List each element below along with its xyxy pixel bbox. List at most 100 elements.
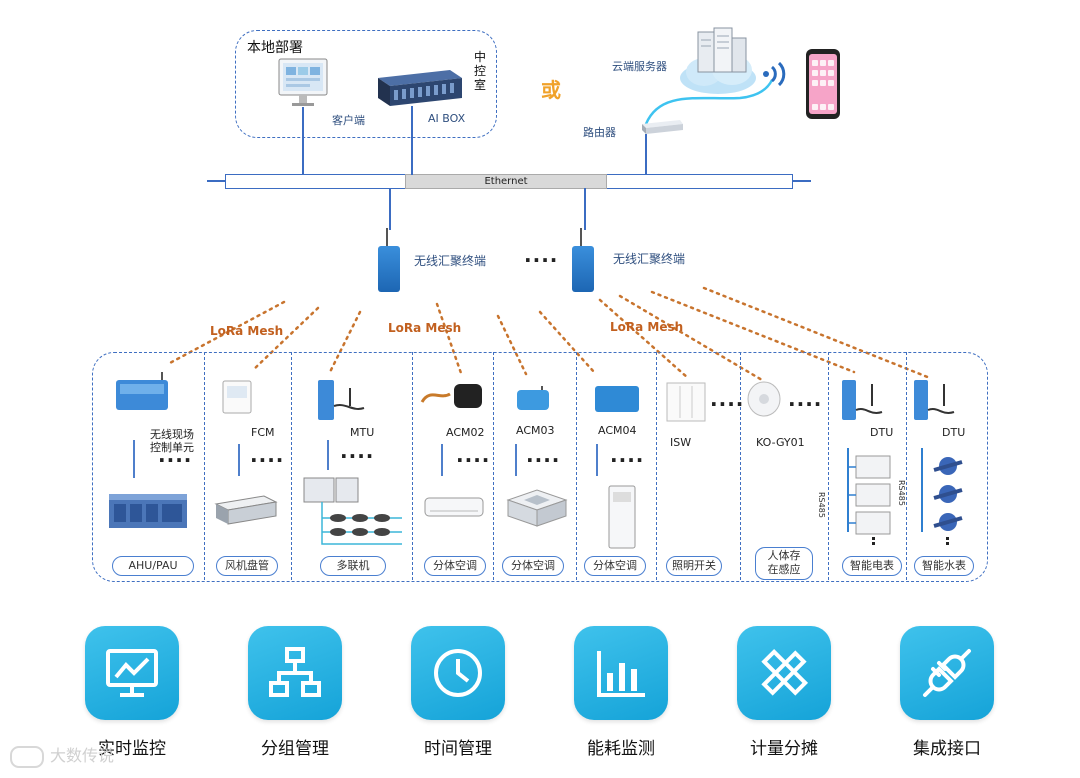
device-label-1: 无线现场 控制单元	[150, 428, 194, 454]
router-icon	[640, 118, 684, 140]
category-pill-ahu: AHU/PAU	[112, 556, 194, 576]
client-monitor-icon	[278, 58, 328, 106]
dtu-module-icon-2	[912, 376, 956, 428]
gateway-ellipsis: ····	[524, 248, 559, 272]
electric-meters-icon	[842, 448, 894, 552]
device-label-9: DTU	[870, 426, 894, 439]
monitor-chart-icon	[106, 649, 158, 697]
link-arrow-icon	[596, 444, 598, 476]
light-switch-icon	[666, 382, 706, 426]
device-label-8: KO-GY01	[756, 436, 805, 449]
gateway-left-uplink	[389, 188, 391, 230]
bus-label-1: RS485	[817, 492, 826, 518]
category-pill-split-1: 分体空调	[424, 556, 486, 576]
mtu-module-icon	[316, 376, 366, 428]
ahu-unit-icon	[108, 488, 188, 534]
acm04-module-icon	[594, 384, 640, 418]
feature-label-energy: 能耗监测	[587, 739, 655, 759]
device-ellipsis: ····	[710, 392, 745, 416]
floor-ac-icon	[607, 484, 637, 554]
cloud-link-line	[644, 79, 774, 125]
feature-tile-metering[interactable]	[737, 626, 831, 720]
feature-tile-group[interactable]	[248, 626, 342, 720]
feature-label-metering: 计量分摊	[750, 739, 818, 759]
link-arrow-icon	[133, 440, 135, 478]
device-label-10: DTU	[942, 426, 966, 439]
ai-box-label: AI BOX	[428, 112, 466, 125]
gateway-right-label: 无线汇聚终端	[613, 252, 686, 266]
local-deployment-title: 本地部署	[247, 40, 303, 56]
feature-tile-energy[interactable]	[574, 626, 668, 720]
watermark-text: 大数传说	[50, 746, 115, 765]
feature-tile-time[interactable]	[411, 626, 505, 720]
link-arrow-icon	[515, 444, 517, 476]
bus-label-2: RS485	[897, 480, 906, 506]
device-label-6: ACM04	[598, 424, 637, 437]
lora-label-3: LoRa Mesh	[610, 320, 684, 334]
link-arrow-icon	[441, 444, 443, 476]
cloud-server-icon	[678, 26, 758, 100]
col-divider	[740, 352, 741, 580]
col-divider	[412, 352, 413, 580]
category-pill-water: 智能水表	[914, 556, 974, 576]
category-pill-vrf: 多联机	[320, 556, 386, 576]
gateway-right-uplink	[584, 188, 586, 230]
plug-icon	[923, 649, 971, 697]
device-ellipsis: ····	[610, 448, 645, 472]
feature-tile-integration[interactable]	[900, 626, 994, 720]
col-divider	[493, 352, 494, 580]
router-label: 路由器	[583, 126, 616, 139]
category-pill-fcu: 风机盘管	[216, 556, 278, 576]
category-pill-split-3: 分体空调	[584, 556, 646, 576]
device-ellipsis: ····	[456, 448, 491, 472]
acm02-module-icon	[420, 378, 486, 418]
device-ellipsis: ····	[340, 444, 375, 468]
device-label-2: FCM	[251, 426, 275, 439]
col-divider	[828, 352, 829, 580]
category-pill-electric: 智能电表	[842, 556, 902, 576]
lora-links	[166, 286, 932, 382]
device-ellipsis: ····	[158, 448, 193, 472]
gateway-right-icon	[572, 228, 594, 292]
feature-label-realtime: 实时监控	[98, 739, 166, 759]
col-divider	[291, 352, 292, 580]
feature-label-integration: 集成接口	[913, 739, 981, 759]
bar-chart-icon	[597, 651, 645, 697]
device-ellipsis: ····	[250, 448, 285, 472]
cloud-server-label: 云端服务器	[612, 60, 667, 73]
water-meters-icon	[918, 448, 968, 552]
smartphone-icon	[805, 48, 841, 124]
col-divider	[576, 352, 577, 580]
client-label: 客户端	[332, 114, 365, 127]
ethernet-label: Ethernet	[405, 174, 607, 189]
cassette-ac-icon	[504, 488, 570, 532]
lora-label-1: LoRa Mesh	[210, 324, 284, 338]
device-ellipsis: ····	[788, 392, 823, 416]
wifi-icon	[762, 61, 792, 90]
watermark: 大数传说	[10, 742, 114, 768]
device-label-4: ACM02	[446, 426, 485, 439]
field-controller-icon	[114, 372, 170, 416]
lora-label-2: LoRa Mesh	[388, 321, 462, 335]
org-tree-icon	[269, 647, 321, 697]
feature-label-time: 时间管理	[424, 739, 492, 759]
watermark-logo-icon	[10, 745, 44, 768]
col-divider	[656, 352, 657, 580]
clock-icon	[434, 649, 482, 697]
split-ac-wall-icon	[424, 496, 484, 522]
router-uplink	[645, 134, 647, 175]
category-pill-switch: 照明开关	[666, 556, 722, 576]
control-room-label: 中 控 室	[474, 50, 487, 92]
local-deployment-box	[235, 30, 497, 138]
fcm-thermostat-icon	[222, 380, 252, 418]
link-arrow-icon	[327, 440, 329, 470]
dtu-module-icon-1	[840, 376, 884, 428]
gateway-left-label: 无线汇聚终端	[414, 254, 487, 268]
feature-tile-realtime[interactable]	[85, 626, 179, 720]
device-label-5: ACM03	[516, 424, 555, 437]
link-arrow-icon	[238, 444, 240, 476]
ai-box-icon	[372, 66, 464, 106]
device-label-7: ISW	[670, 436, 692, 449]
fan-coil-icon	[214, 492, 278, 530]
presence-sensor-icon	[746, 380, 782, 422]
